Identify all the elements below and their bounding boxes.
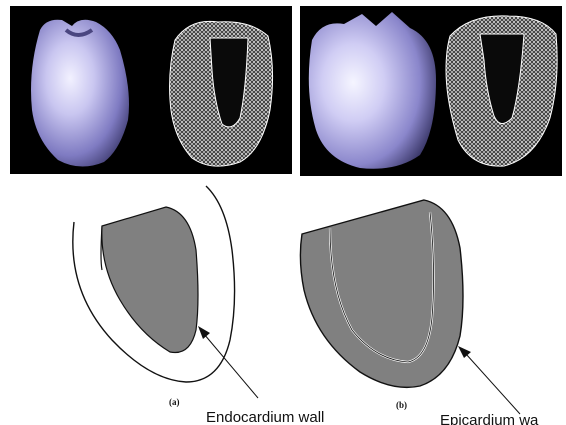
- solid-model-a: [31, 20, 129, 167]
- endocardium-label: Endocardium wall: [206, 409, 324, 425]
- diagram-b: (b) Epicardium wa: [300, 200, 539, 425]
- photo-panel-a: [10, 6, 292, 174]
- photo-panel-b: [300, 6, 562, 176]
- cavity-a: [102, 207, 198, 353]
- myocardium-b: [300, 200, 463, 387]
- epicardium-label: Epicardium wa: [440, 412, 539, 425]
- solid-model-b: [309, 12, 436, 169]
- panel-label-a: (a): [169, 397, 180, 407]
- diagram-a: (a) Endocardium wall: [73, 186, 325, 425]
- panel-label-b: (b): [396, 400, 407, 410]
